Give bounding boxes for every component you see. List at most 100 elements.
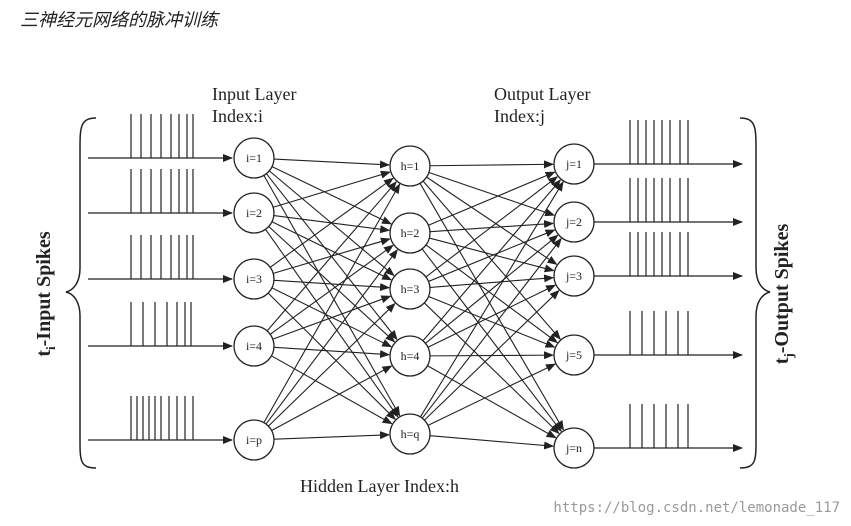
input-neuron: i=p (233, 419, 275, 461)
hidden-neuron: h=3 (389, 268, 431, 310)
synapse-edge (424, 289, 560, 421)
output-spikes-label: tj-Output Spikes (771, 224, 796, 365)
synapse-edge (429, 237, 555, 273)
hidden-neuron-label: h=4 (401, 349, 420, 363)
synapse-edge (269, 244, 394, 335)
output-neuron-circle (553, 201, 595, 243)
input-neuron-label: i=2 (246, 206, 262, 220)
output-neuron: j=1 (553, 143, 595, 185)
synapse-edge (271, 365, 393, 432)
synapse-edge (425, 244, 558, 344)
synapse-edge (419, 181, 564, 418)
output-neuron-label: j=2 (565, 215, 582, 229)
synapse-edge (425, 234, 559, 344)
hidden-layer-label: Hidden Layer Index:h (300, 476, 459, 496)
output-neuron-circle (553, 143, 595, 185)
output-neuron-circle (553, 255, 595, 297)
output-neuron-circle (553, 427, 595, 469)
hidden-neuron-circle (389, 335, 431, 377)
hidden-neuron-label: h=1 (401, 159, 420, 173)
output-spike-trains (629, 120, 689, 448)
output-neuron: j=n (553, 427, 595, 469)
synapse-edge (427, 363, 556, 426)
input-neuron: i=4 (233, 325, 275, 367)
synapse-edge (427, 284, 557, 348)
synapse-edge (265, 248, 398, 425)
output-neuron-label: j=n (565, 441, 582, 455)
hidden-neuron-circle (389, 268, 431, 310)
synapse-edge (272, 295, 392, 340)
hidden-neuron: h=4 (389, 335, 431, 377)
input-neuron-circle (233, 325, 275, 367)
output-neuron-label: j=3 (565, 269, 582, 283)
input-neuron-circle (233, 192, 275, 234)
input-neuron-label: i=1 (246, 151, 262, 165)
synapse-edge (429, 274, 555, 288)
input-neuron: i=2 (233, 192, 275, 234)
input-layer-index: Index:i (212, 106, 263, 126)
input-neuron-circle (233, 258, 275, 300)
synapse-edge (266, 181, 397, 332)
synapse-edge (423, 302, 560, 435)
hidden-neuron-label: h=2 (401, 226, 420, 240)
hidden-neuron: h=1 (389, 145, 431, 187)
input-neuron-circle (233, 137, 275, 179)
input-neuron-label: i=p (246, 433, 262, 447)
input-neuron-label: i=3 (246, 272, 262, 286)
synapse-edge (267, 302, 396, 427)
output-neuron: j=3 (553, 255, 595, 297)
synapse-edge (429, 160, 555, 169)
synapse-edge (265, 229, 399, 418)
watermark: https://blog.csdn.net/lemonade_117 (553, 500, 840, 516)
hidden-neuron-label: h=q (401, 427, 420, 441)
hidden-neuron-circle (389, 145, 431, 187)
synapse-edge (271, 221, 393, 281)
synapse-edge (428, 171, 556, 217)
synapse-edge (273, 346, 391, 359)
synapse-edge (422, 179, 562, 342)
synapse-edge (426, 176, 558, 265)
synapse-edge (419, 183, 564, 431)
input-layer-title: Input Layer (212, 84, 296, 104)
output-brace (739, 117, 771, 469)
synapse-edge (263, 183, 401, 423)
input-spike-trains (130, 114, 194, 440)
input-neuron: i=1 (233, 137, 275, 179)
input-neuron-circle (233, 419, 275, 461)
synapse-edge (271, 355, 393, 425)
input-neuron: i=3 (233, 258, 275, 300)
hidden-neuron-circle (389, 413, 431, 455)
input-brace (65, 117, 97, 469)
synapse-edge (421, 248, 562, 433)
synapse-edge (427, 365, 557, 439)
synapse-edge (425, 176, 559, 278)
synapse-edge (273, 431, 391, 440)
synapse-edge (421, 237, 562, 419)
synapse-edge (272, 170, 391, 208)
output-neuron: j=5 (553, 334, 595, 376)
neurons: i=1 i=2 i=3 i=4 i=p h=1 h=2 h=3 h=4 h=q j=1 j=2 j=3 j… (233, 137, 595, 469)
output-layer-title: Output Layer (494, 84, 590, 104)
synapse-edge (267, 292, 396, 420)
synapse-edge (429, 435, 555, 450)
output-neuron-label: j=1 (565, 157, 582, 171)
synapse-edge (273, 158, 391, 169)
synapse-edge (428, 171, 556, 226)
hidden-neuron: h=2 (389, 212, 431, 254)
hidden-neuron: h=q (389, 413, 431, 455)
page-title: 三神经元网络的脉冲训练 (20, 10, 218, 31)
synapse-edge (269, 177, 394, 268)
output-neuron: j=2 (553, 201, 595, 243)
output-neuron-label: j=5 (565, 348, 582, 362)
hidden-neuron-circle (389, 212, 431, 254)
hidden-neuron-label: h=3 (401, 282, 420, 296)
output-layer-index: Index:j (494, 106, 545, 126)
connections (88, 154, 743, 452)
input-neuron-label: i=4 (246, 339, 262, 353)
output-neuron-circle (553, 334, 595, 376)
synapse-edge (271, 166, 392, 225)
input-spikes-label: ti-Input Spikes (33, 231, 58, 357)
synapse-edge (428, 229, 556, 282)
synapse-edge (263, 175, 401, 417)
